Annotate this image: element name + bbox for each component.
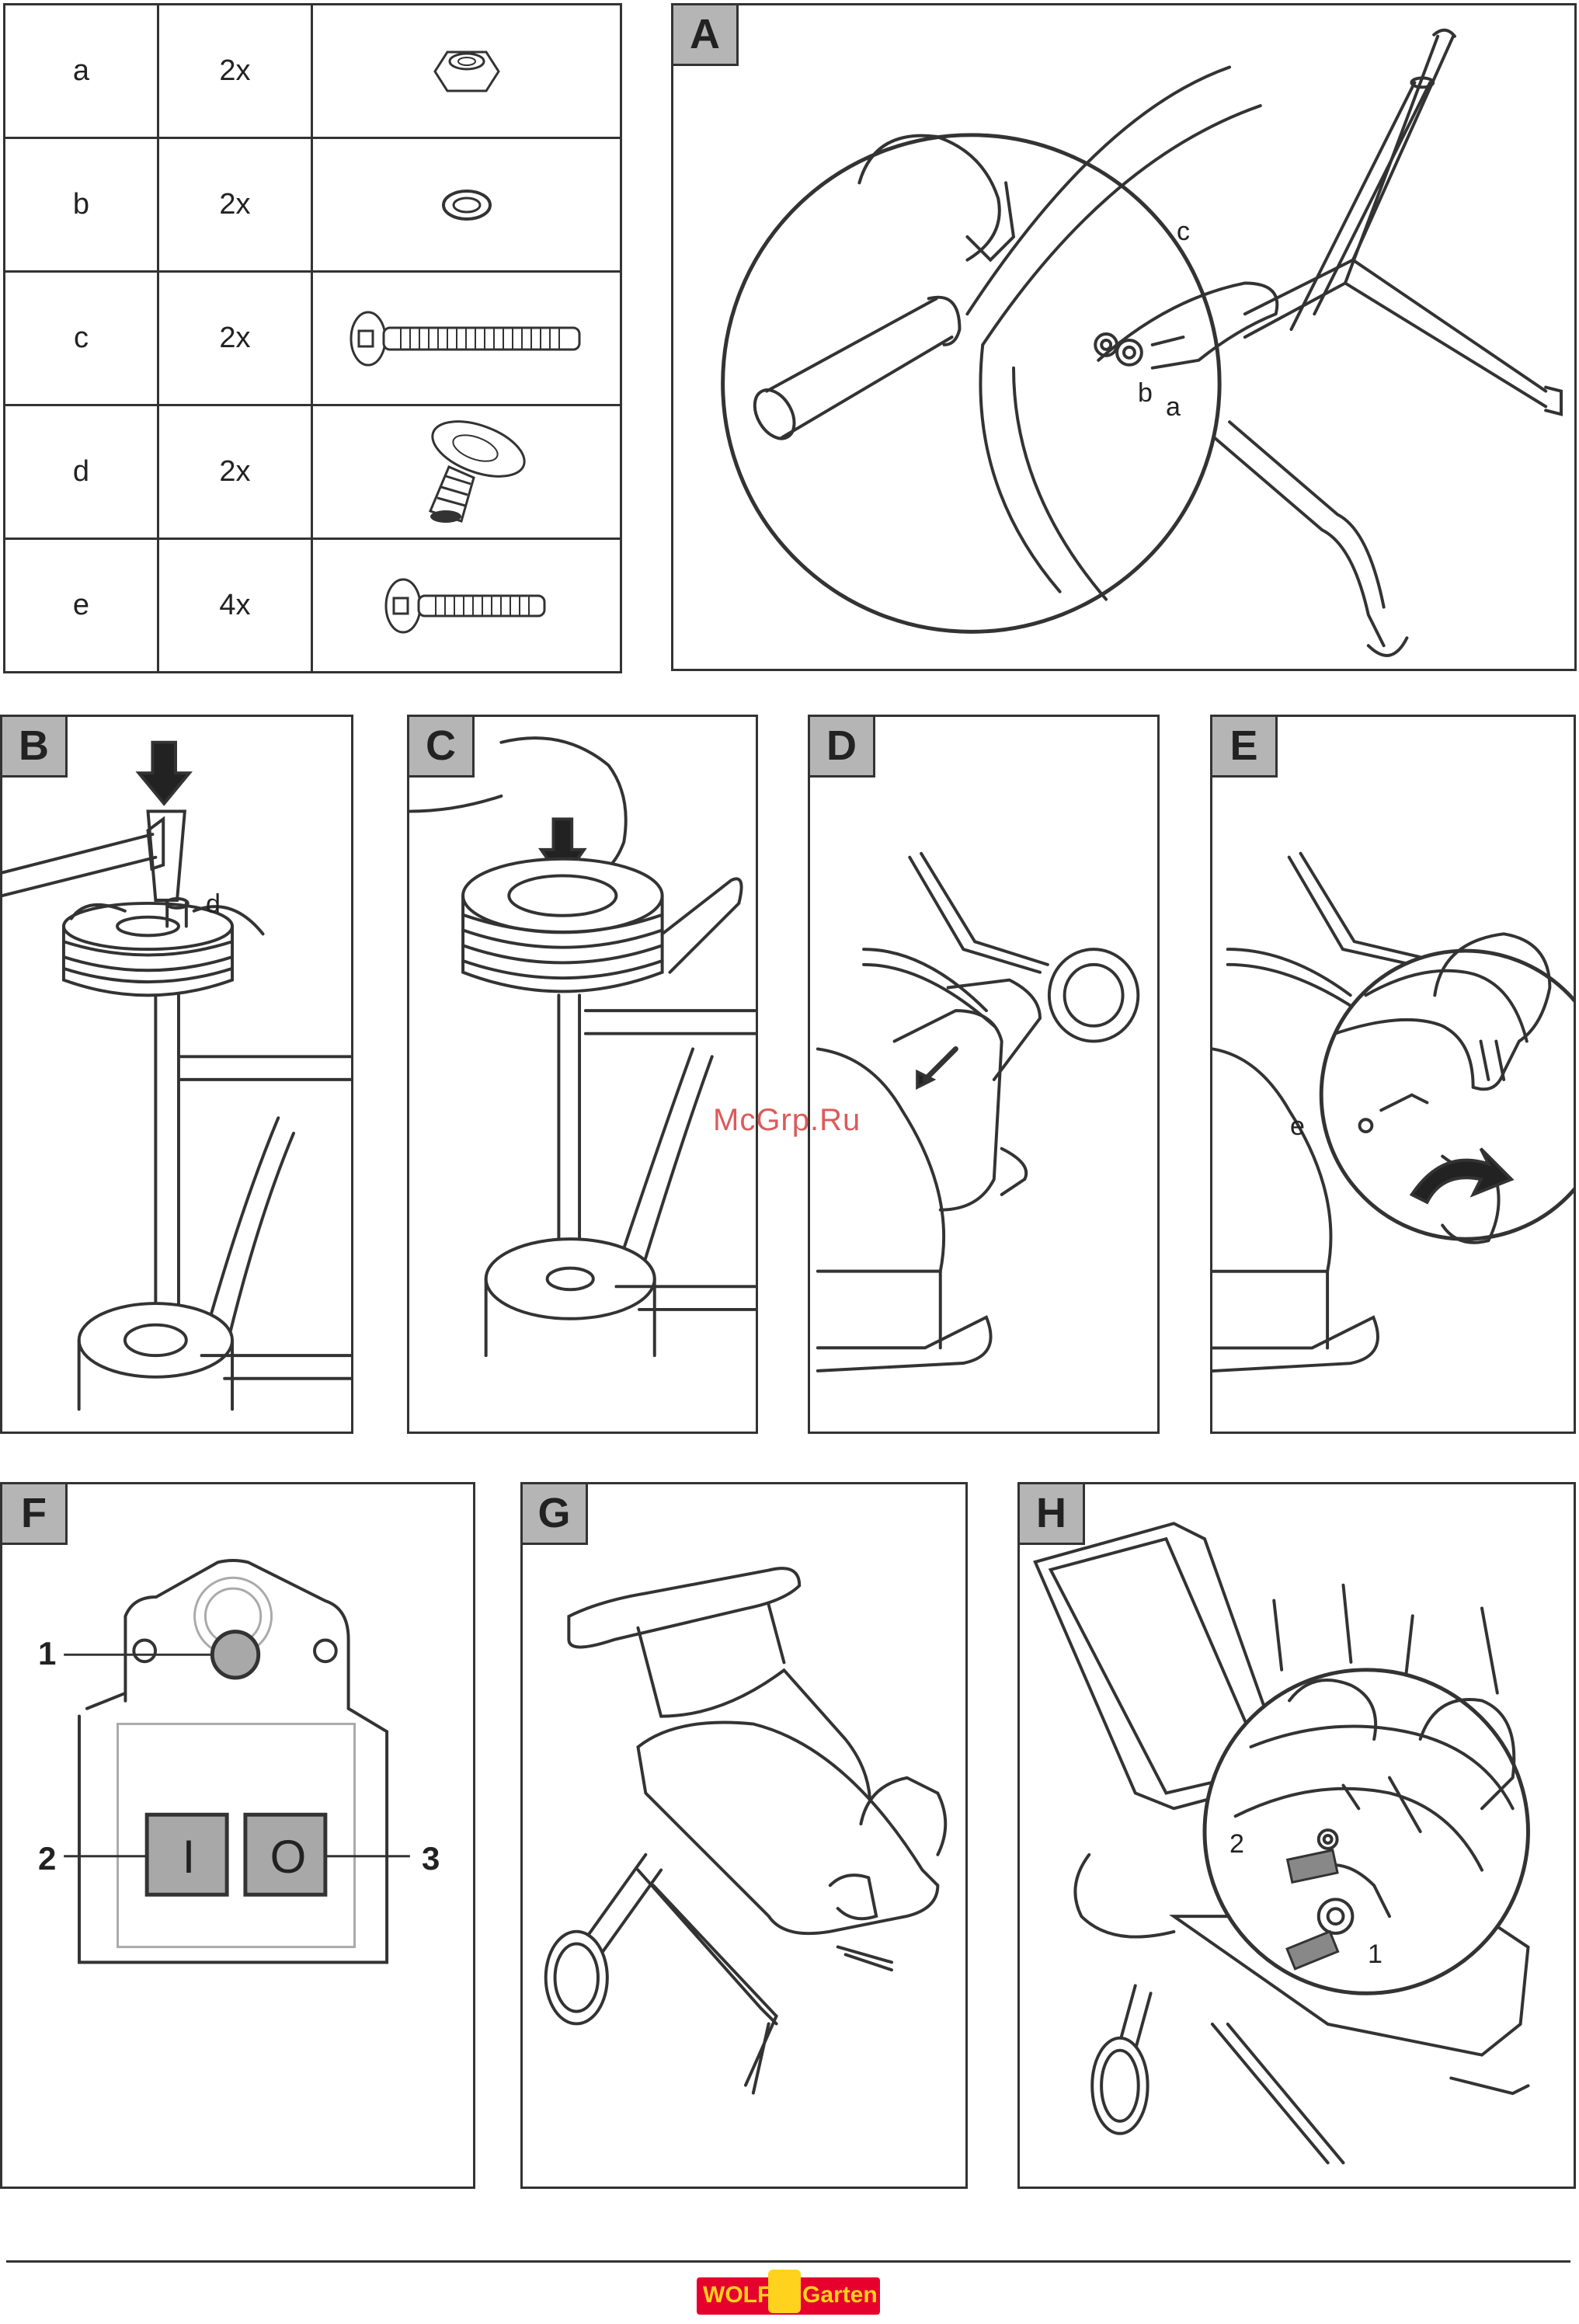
table-row: e 4x [5, 539, 621, 673]
part-letter: d [5, 405, 158, 539]
axle-insertion-illustration [810, 717, 1157, 1432]
switch-panel-illustration [2, 1484, 473, 2187]
long-bolt-icon [312, 272, 621, 405]
panel-d: D [808, 715, 1160, 1434]
lock-nut-icon [312, 5, 621, 138]
handle-assembly-illustration [673, 5, 1574, 669]
callout-e: e [1290, 1112, 1305, 1142]
panel-h: H 2 1 [1017, 1482, 1576, 2189]
part-quantity: 4x [158, 539, 312, 673]
callout-b: b [1138, 378, 1153, 409]
table-row: d 2x [5, 405, 621, 539]
on-switch[interactable]: I [148, 1817, 229, 1898]
panel-label: C [409, 717, 475, 778]
washer-icon [312, 138, 621, 272]
panel-label: H [1020, 1484, 1085, 1545]
panel-g: G [520, 1482, 968, 2189]
axle-screw-illustration [1212, 717, 1574, 1432]
wheel-cap-illustration [409, 717, 756, 1432]
panel-b: B d [0, 715, 353, 1434]
callout-d: d [206, 889, 221, 920]
hopper-screw-illustration [1020, 1484, 1574, 2187]
callout-1: 1 [38, 1635, 56, 1672]
hopper-mounting-illustration [523, 1484, 965, 2187]
watermark-text: McGrp.Ru [713, 1103, 861, 1138]
callout-2: 2 [38, 1840, 56, 1877]
panel-label: B [2, 717, 68, 778]
part-quantity: 2x [158, 138, 312, 272]
logo-text-left: WOLF [703, 2282, 771, 2308]
wheel-hammer-illustration [2, 717, 351, 1432]
panel-label: F [2, 1484, 68, 1545]
table-row: c 2x [5, 272, 621, 405]
panel-label: D [810, 717, 875, 778]
panel-label: G [523, 1484, 588, 1545]
callout-a: a [1166, 392, 1181, 423]
part-letter: b [5, 138, 158, 272]
part-letter: e [5, 539, 158, 673]
part-letter: a [5, 5, 158, 138]
table-row: b 2x [5, 138, 621, 272]
part-letter: c [5, 272, 158, 405]
wolf-garten-logo: WOLF Garten [697, 2270, 880, 2316]
panel-label: A [673, 5, 739, 66]
wolf-head-icon [768, 2270, 801, 2313]
panel-a: A [671, 3, 1577, 671]
short-bolt-icon [312, 539, 621, 673]
callout-c: c [1177, 217, 1190, 247]
callout-2: 2 [1229, 1829, 1244, 1860]
panel-c: C [407, 715, 758, 1434]
hub-cap-icon [312, 405, 621, 539]
panel-f: F 1 2 3 I O [0, 1482, 475, 2189]
table-row: a 2x [5, 5, 621, 138]
footer-divider [6, 2260, 1570, 2263]
part-quantity: 2x [158, 5, 312, 138]
part-quantity: 2x [158, 405, 312, 539]
part-quantity: 2x [158, 272, 312, 405]
off-switch[interactable]: O [248, 1817, 329, 1898]
parts-table: a 2x b 2x c 2x d 2x e 4x [3, 3, 622, 673]
panel-label: E [1212, 717, 1278, 778]
panel-e: E e [1210, 715, 1576, 1434]
logo-text-right: Garten [802, 2282, 878, 2308]
callout-3: 3 [422, 1840, 440, 1877]
callout-1: 1 [1368, 1940, 1382, 1970]
